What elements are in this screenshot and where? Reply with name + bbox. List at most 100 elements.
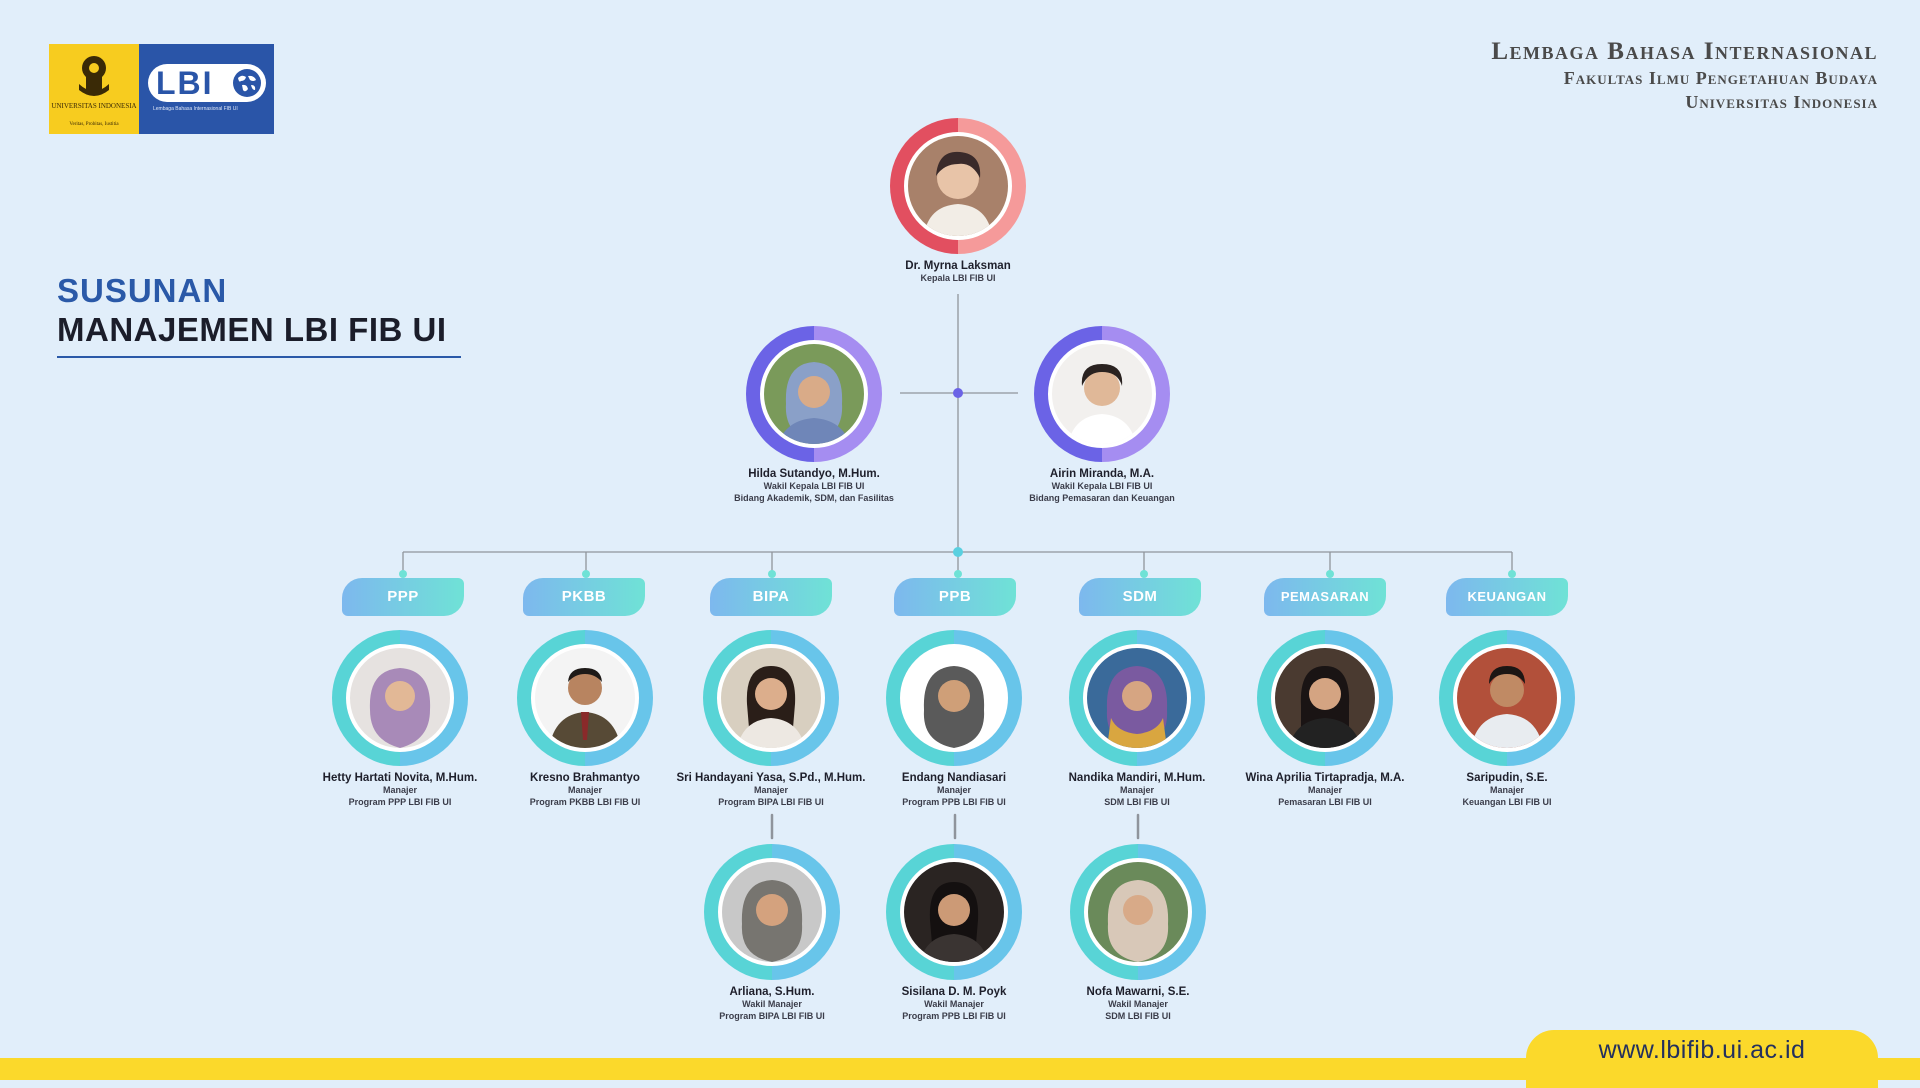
person-division: Program PPB LBI FIB UI — [902, 1011, 1006, 1021]
portrait-icon — [721, 648, 821, 748]
avatar — [1453, 644, 1561, 752]
portrait-icon — [908, 136, 1008, 236]
person-role: Manajer — [1307, 785, 1342, 795]
portrait-icon — [764, 344, 864, 444]
lbi-logo: LBI Lembaga Bahasa Internasional FIB UI — [139, 44, 274, 134]
person-role: Wakil Manajer — [742, 999, 802, 1009]
person-role: Wakil Manajer — [1108, 999, 1168, 1009]
deputy-avatar-ring — [746, 326, 882, 462]
person-role: Manajer — [1489, 785, 1524, 795]
avatar — [346, 644, 454, 752]
person-name: Nandika Mandiri, M.Hum. — [1068, 772, 1206, 784]
avatar — [900, 858, 1008, 966]
person-role: Manajer — [567, 785, 602, 795]
makara-seal-icon — [79, 56, 109, 96]
title-line-2: MANAJEMEN LBI FIB UI — [57, 311, 447, 348]
person-role: Wakil Kepala LBI FIB UI — [1051, 481, 1153, 491]
ui-logo-text: UNIVERSITAS INDONESIA — [51, 102, 137, 110]
avatar — [900, 644, 1008, 752]
avatar — [760, 340, 868, 448]
title-line-1: SUSUNAN — [57, 272, 228, 309]
person-name: Sri Handayani Yasa, S.Pd., M.Hum. — [676, 772, 866, 784]
head-avatar-ring — [890, 118, 1026, 254]
person-name: Kresno Brahmantyo — [530, 772, 640, 784]
website-pill — [1526, 1030, 1878, 1088]
avatar — [717, 644, 825, 752]
deputy-node-academic: Hilda Sutandyo, M.Hum. Wakil Kepala LBI … — [704, 326, 924, 504]
person-division: Program PPP LBI FIB UI — [348, 797, 452, 807]
deputy-manager-node-sdm: Nofa Mawarni, S.E. Wakil Manajer SDM LBI… — [1028, 844, 1248, 1022]
person-division: Program PKBB LBI FIB UI — [529, 797, 641, 807]
portrait-icon — [904, 648, 1004, 748]
person-role: Manajer — [936, 785, 971, 795]
person-division: Bidang Pemasaran dan Keuangan — [1029, 493, 1175, 503]
title-underline — [57, 356, 461, 358]
department-tab-pkbb: PKBB — [523, 578, 645, 616]
person-role: Manajer — [1119, 785, 1154, 795]
person-division: Program PPB LBI FIB UI — [902, 797, 1006, 807]
person-division: Bidang Akademik, SDM, dan Fasilitas — [734, 493, 894, 503]
deputy-manager-node-bipa: Arliana, S.Hum. Wakil Manajer Program BI… — [662, 844, 882, 1022]
ui-logo-motto: Veritas, Probitas, Iustitia — [69, 122, 119, 127]
avatar — [718, 858, 826, 966]
universitas-indonesia-logo: UNIVERSITAS INDONESIA Veritas, Probitas,… — [49, 44, 139, 134]
portrait-icon — [535, 648, 635, 748]
portrait-icon — [1457, 648, 1557, 748]
avatar — [904, 132, 1012, 240]
website-link[interactable]: www.lbifib.ui.ac.id — [1598, 1036, 1806, 1064]
manager-node-pemasaran: Wina Aprilia Tirtapradja, M.A. Manajer P… — [1215, 630, 1435, 808]
person-division: Program BIPA LBI FIB UI — [719, 1011, 825, 1021]
portrait-icon — [1087, 648, 1187, 748]
department-tab-ppb: PPB — [894, 578, 1016, 616]
person-name: Dr. Myrna Laksman — [905, 260, 1011, 272]
footer-bar — [0, 1058, 1920, 1080]
person-role: Wakil Manajer — [924, 999, 984, 1009]
person-name: Hilda Sutandyo, M.Hum. — [748, 468, 880, 480]
manager-node-ppp: Hetty Hartati Novita, M.Hum. Manajer Pro… — [290, 630, 510, 808]
lbi-logo-tagline: Lembaga Bahasa Internasional FIB UI — [153, 106, 238, 112]
person-name: Airin Miranda, M.A. — [1049, 468, 1155, 480]
department-tab-keuangan: KEUANGAN — [1446, 578, 1568, 616]
head-node: Dr. Myrna Laksman Kepala LBI FIB UI — [848, 118, 1068, 284]
avatar — [1084, 858, 1192, 966]
portrait-icon — [904, 862, 1004, 962]
manager-node-sdm: Nandika Mandiri, M.Hum. Manajer SDM LBI … — [1027, 630, 1247, 808]
person-division: Program BIPA LBI FIB UI — [718, 797, 824, 807]
department-tab-ppp: PPP — [342, 578, 464, 616]
person-division: SDM LBI FIB UI — [1104, 797, 1170, 807]
deputy-node-marketing: Airin Miranda, M.A. Wakil Kepala LBI FIB… — [992, 326, 1212, 504]
deputy-avatar-ring — [1034, 326, 1170, 462]
person-name: Wina Aprilia Tirtapradja, M.A. — [1245, 772, 1405, 784]
avatar — [1048, 340, 1156, 448]
manager-node-keuangan: Saripudin, S.E. Manajer Keuangan LBI FIB… — [1397, 630, 1617, 808]
person-name: Nofa Mawarni, S.E. — [1086, 986, 1190, 998]
avatar — [1083, 644, 1191, 752]
deputy-manager-node-ppb: Sisilana D. M. Poyk Wakil Manajer Progra… — [844, 844, 1064, 1022]
person-role: Kepala LBI FIB UI — [920, 273, 996, 283]
institution-header: Lembaga Bahasa Internasional Fakultas Il… — [1491, 38, 1878, 114]
faculty-name: Fakultas Ilmu Pengetahuan Budaya — [1563, 68, 1878, 88]
person-role: Wakil Kepala LBI FIB UI — [763, 481, 865, 491]
person-name: Hetty Hartati Novita, M.Hum. — [322, 772, 478, 784]
institution-name: Lembaga Bahasa Internasional — [1491, 38, 1878, 65]
person-name: Saripudin, S.E. — [1466, 772, 1548, 784]
globe-icon — [233, 69, 261, 97]
avatar — [1271, 644, 1379, 752]
person-division: Pemasaran LBI FIB UI — [1278, 797, 1372, 807]
department-tab-pemasaran: PEMASARAN — [1264, 578, 1386, 616]
person-role: Manajer — [753, 785, 788, 795]
lbi-logo-letters: LBI — [156, 65, 214, 101]
university-name: Universitas Indonesia — [1685, 92, 1878, 112]
person-name: Arliana, S.Hum. — [729, 986, 815, 998]
portrait-icon — [1275, 648, 1375, 748]
portrait-icon — [350, 648, 450, 748]
person-role: Manajer — [382, 785, 417, 795]
manager-node-pkbb: Kresno Brahmantyo Manajer Program PKBB L… — [475, 630, 695, 808]
manager-node-ppb: Endang Nandiasari Manajer Program PPB LB… — [844, 630, 1064, 808]
person-division: Keuangan LBI FIB UI — [1462, 797, 1552, 807]
person-name: Sisilana D. M. Poyk — [901, 986, 1007, 998]
department-tab-sdm: SDM — [1079, 578, 1201, 616]
department-tab-bipa: BIPA — [710, 578, 832, 616]
portrait-icon — [1088, 862, 1188, 962]
